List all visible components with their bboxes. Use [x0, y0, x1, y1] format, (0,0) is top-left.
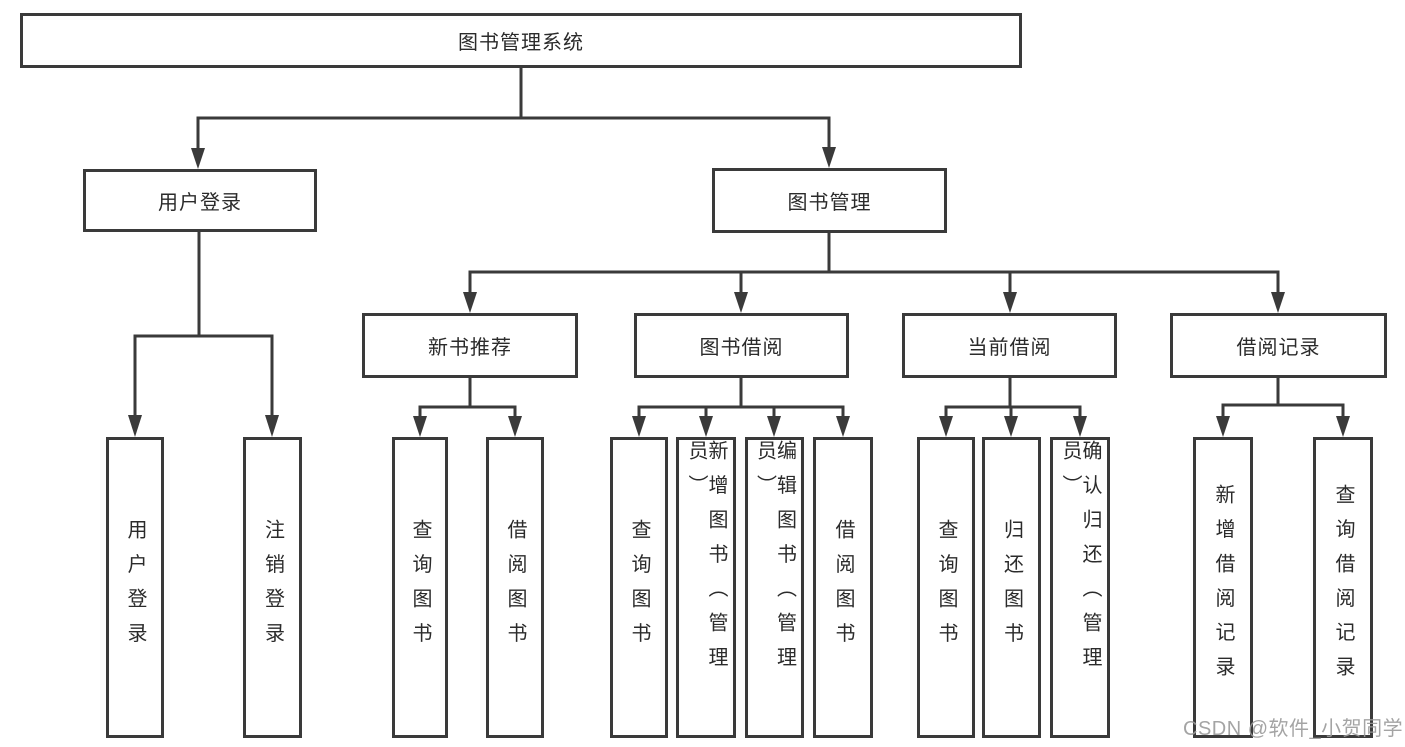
leaf-borrow-query-books: 查询图书: [610, 437, 668, 738]
leaf-current-confirm-return-admin: 确认归还（管理员）: [1050, 437, 1110, 738]
node-book-management: 图书管理: [712, 168, 947, 233]
arrowhead-icon: [767, 416, 781, 437]
arrowhead-icon: [1073, 416, 1087, 437]
arrowhead-icon: [1004, 416, 1018, 437]
connector-recommend-to-leaves: [418, 376, 517, 420]
arrowhead-icon: [699, 416, 713, 437]
leaf-user-login: 用户登录: [106, 437, 164, 738]
leaf-records-add-record: 新增借阅记录: [1193, 437, 1253, 738]
connector-borrow-to-leaves: [637, 376, 845, 420]
leaf-logout-login: 注销登录: [243, 437, 302, 738]
node-borrow-records: 借阅记录: [1170, 313, 1387, 378]
arrowhead-icon: [1003, 292, 1017, 313]
arrowhead-icon: [1271, 292, 1285, 313]
connector-userlogin-to-leaves: [133, 230, 274, 420]
arrowhead-icon: [632, 416, 646, 437]
leaf-borrow-borrow-books: 借阅图书: [813, 437, 873, 738]
leaf-recommend-borrow-books: 借阅图书: [486, 437, 544, 738]
arrowhead-icon: [265, 415, 279, 437]
node-user-login: 用户登录: [83, 169, 317, 232]
leaf-current-query-books: 查询图书: [917, 437, 975, 738]
arrowhead-icon: [1216, 416, 1230, 437]
leaf-borrow-add-books-admin: 新增图书（管理员）: [676, 437, 736, 738]
arrowhead-icon: [413, 416, 427, 437]
leaf-recommend-query-books: 查询图书: [392, 437, 448, 738]
arrowhead-icon: [1336, 416, 1350, 437]
arrowhead-icon: [822, 147, 836, 168]
node-current-borrow: 当前借阅: [902, 313, 1117, 378]
arrowhead-icon: [463, 292, 477, 313]
leaf-records-query-record: 查询借阅记录: [1313, 437, 1373, 738]
arrowhead-icon: [191, 148, 205, 169]
node-book-borrow: 图书借阅: [634, 313, 849, 378]
node-new-book-recommend: 新书推荐: [362, 313, 578, 378]
node-root: 图书管理系统: [20, 13, 1022, 68]
arrowhead-icon: [128, 415, 142, 437]
watermark: CSDN @软件_小贺同学: [1183, 718, 1404, 740]
arrowhead-icon: [939, 416, 953, 437]
leaf-current-return-books: 归还图书: [982, 437, 1041, 738]
connector-records-to-leaves: [1221, 376, 1345, 420]
connector-root-to-level2: [196, 66, 831, 152]
leaf-borrow-edit-books-admin: 编辑图书（管理员）: [745, 437, 804, 738]
arrowhead-icon: [734, 292, 748, 313]
arrowhead-icon: [508, 416, 522, 437]
connector-current-to-leaves: [944, 376, 1082, 420]
connector-bookmgmt-to-level3: [468, 231, 1280, 296]
arrowhead-icon: [836, 416, 850, 437]
